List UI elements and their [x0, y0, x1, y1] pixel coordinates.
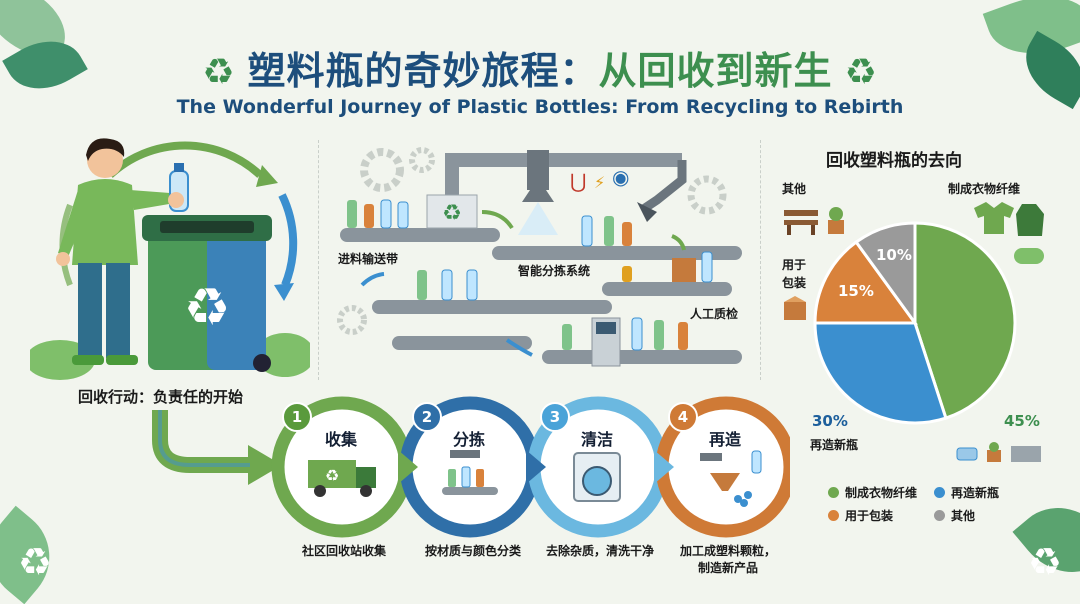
legend-label: 用于包装	[845, 509, 894, 523]
svg-text:♻: ♻	[325, 466, 339, 485]
legend-label: 其他	[951, 509, 976, 523]
step-3-desc: 去除杂质，清洗干净	[545, 544, 654, 558]
box-icon	[784, 296, 806, 320]
legend-swatch	[934, 487, 945, 498]
divider	[760, 140, 761, 380]
pie-slice-bottles	[813, 321, 948, 425]
title-part-2: 从回收到新生	[598, 49, 833, 93]
flow-arrow-icon	[152, 410, 282, 485]
pie-pct-bottles: 30%	[812, 412, 848, 430]
svg-text:⚡: ⚡	[594, 173, 605, 192]
pie-slice-other	[854, 221, 917, 328]
title-part-1: 塑料瓶的奇妙旅程：	[247, 49, 599, 93]
step-4-desc-line2: 制造新产品	[697, 561, 758, 575]
legend-item: 制成衣物纤维	[828, 484, 917, 501]
legend-label: 再造新瓶	[951, 486, 1000, 500]
step-3-title: 清洁	[581, 430, 614, 449]
pie-pct-packaging: 15%	[838, 282, 874, 300]
products-icon	[956, 442, 1041, 462]
pie-pct-other: 10%	[876, 246, 912, 264]
pie-label-packaging-2: 包装	[782, 276, 807, 290]
svg-text:♻: ♻	[184, 278, 231, 338]
pie-title: 回收塑料瓶的去向	[826, 151, 962, 171]
page-title: ♻ 塑料瓶的奇妙旅程：从回收到新生 ♻	[0, 40, 1080, 95]
recycle-icon: ♻	[18, 540, 53, 584]
left-panel-caption: 回收行动：负责任的开始	[78, 388, 244, 406]
step-4-desc-line1: 加工成塑料颗粒，	[679, 544, 776, 558]
legend-swatch	[828, 510, 839, 521]
svg-text:♻: ♻	[442, 201, 462, 226]
recycle-icon: ♻	[202, 52, 236, 93]
label-inspection: 人工质检	[690, 307, 739, 321]
pie-label-fiber: 制成衣物纤维	[948, 182, 1021, 196]
label-sorting-system: 智能分拣系统	[518, 264, 591, 278]
legend-item: 其他	[934, 507, 975, 524]
legend-swatch	[934, 510, 945, 521]
recycle-icon: ♻	[1028, 540, 1063, 584]
recycle-icon: ♻	[844, 52, 878, 93]
legend-item: 再造新瓶	[934, 484, 999, 501]
pie-chart	[813, 221, 1017, 425]
steps-ring-illustration: ♻	[271, 396, 790, 538]
step-4-title: 再造	[709, 430, 742, 449]
recycling-factory-illustration: ⋃ ◉ ⚡ ♻	[337, 147, 742, 367]
svg-text:⋃: ⋃	[570, 169, 586, 193]
pie-slice-fiber	[913, 221, 1017, 420]
step-4-number: 4	[668, 402, 698, 432]
pie-slice-packaging	[813, 240, 918, 325]
page-subtitle: The Wonderful Journey of Plastic Bottles…	[176, 96, 904, 118]
pie-pct-fiber: 45%	[1004, 412, 1040, 430]
svg-text:◉: ◉	[612, 165, 629, 189]
legend-swatch	[828, 487, 839, 498]
step-2-title: 分拣	[453, 430, 486, 449]
step-1-number: 1	[282, 402, 312, 432]
label-conveyor: 进料输送带	[338, 252, 399, 266]
clothing-icon	[974, 202, 1044, 264]
bench-plant-icon	[784, 207, 844, 235]
legend-label: 制成衣物纤维	[845, 486, 918, 500]
pie-label-packaging-1: 用于	[782, 258, 807, 272]
step-2-desc: 按材质与颜色分类	[424, 544, 521, 558]
step-1-title: 收集	[325, 430, 358, 449]
legend-item: 用于包装	[828, 507, 893, 524]
step-2-number: 2	[412, 402, 442, 432]
pie-label-bottles: 再造新瓶	[810, 438, 859, 452]
divider	[318, 140, 319, 380]
pie-label-other: 其他	[782, 182, 807, 196]
step-3-number: 3	[540, 402, 570, 432]
person-recycling-illustration: ♻	[30, 138, 310, 380]
step-1-desc: 社区回收站收集	[301, 544, 386, 558]
